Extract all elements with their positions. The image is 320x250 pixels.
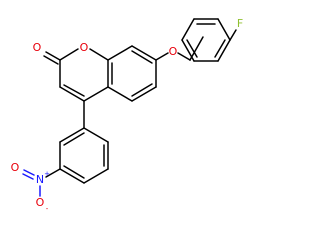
bond-fh-6 <box>181 39 195 62</box>
bond-n4 <box>83 168 109 184</box>
bond-b4-d <box>131 83 153 97</box>
bond-o1 <box>155 52 169 61</box>
bond-co-2 <box>43 55 59 65</box>
bond-fh-3 <box>217 18 231 41</box>
bond-n5-d <box>63 165 85 179</box>
bond-n7-d <box>63 132 85 146</box>
fluorine-label-2: F <box>237 17 243 30</box>
bond-n2 <box>83 127 109 143</box>
bond-a2-d <box>63 84 85 97</box>
bond-co-1 <box>45 51 61 61</box>
nitro-plus-charge-2: + <box>44 170 50 178</box>
bond-b1 <box>107 45 133 61</box>
bond-fh-1 <box>181 18 195 41</box>
bond-b5 <box>107 86 133 102</box>
nitro-oxygen-single-label-2: O <box>36 196 45 209</box>
molecule-canvas: O O O F N + O O - <box>10 12 244 214</box>
bond-fh-4-d <box>214 39 226 58</box>
bond-no-3 <box>22 173 34 180</box>
nitro-nitrogen-label-2: N <box>36 173 44 186</box>
bond-b2 <box>131 45 157 61</box>
bond-no-1 <box>45 168 61 178</box>
bond-a3 <box>83 86 109 102</box>
bond-a2 <box>59 86 85 102</box>
carbonyl-oxygen-label-2: O <box>33 41 42 54</box>
nitro-oxygen-double-label-2: O <box>11 161 20 174</box>
nitro-minus-charge-2: - <box>46 205 49 213</box>
bond-n5 <box>59 168 85 184</box>
bond-no-2 <box>23 169 35 176</box>
bond-a6 <box>59 48 79 61</box>
bond-n7 <box>59 127 85 143</box>
bond-b4 <box>131 86 157 102</box>
bond-f1 <box>189 36 204 61</box>
bond-c-f <box>229 29 237 41</box>
bond-a5 <box>89 48 109 61</box>
bond-b2-d <box>131 50 153 64</box>
molecule-structure-accurate: O O O F N + O O - <box>10 17 244 213</box>
ether-oxygen-label-2: O <box>169 45 178 58</box>
bond-fh-6-d <box>186 39 198 58</box>
ring-oxygen-label-2: O <box>80 41 89 54</box>
bond-fh-4 <box>217 39 231 62</box>
bond-o2 <box>177 52 191 61</box>
